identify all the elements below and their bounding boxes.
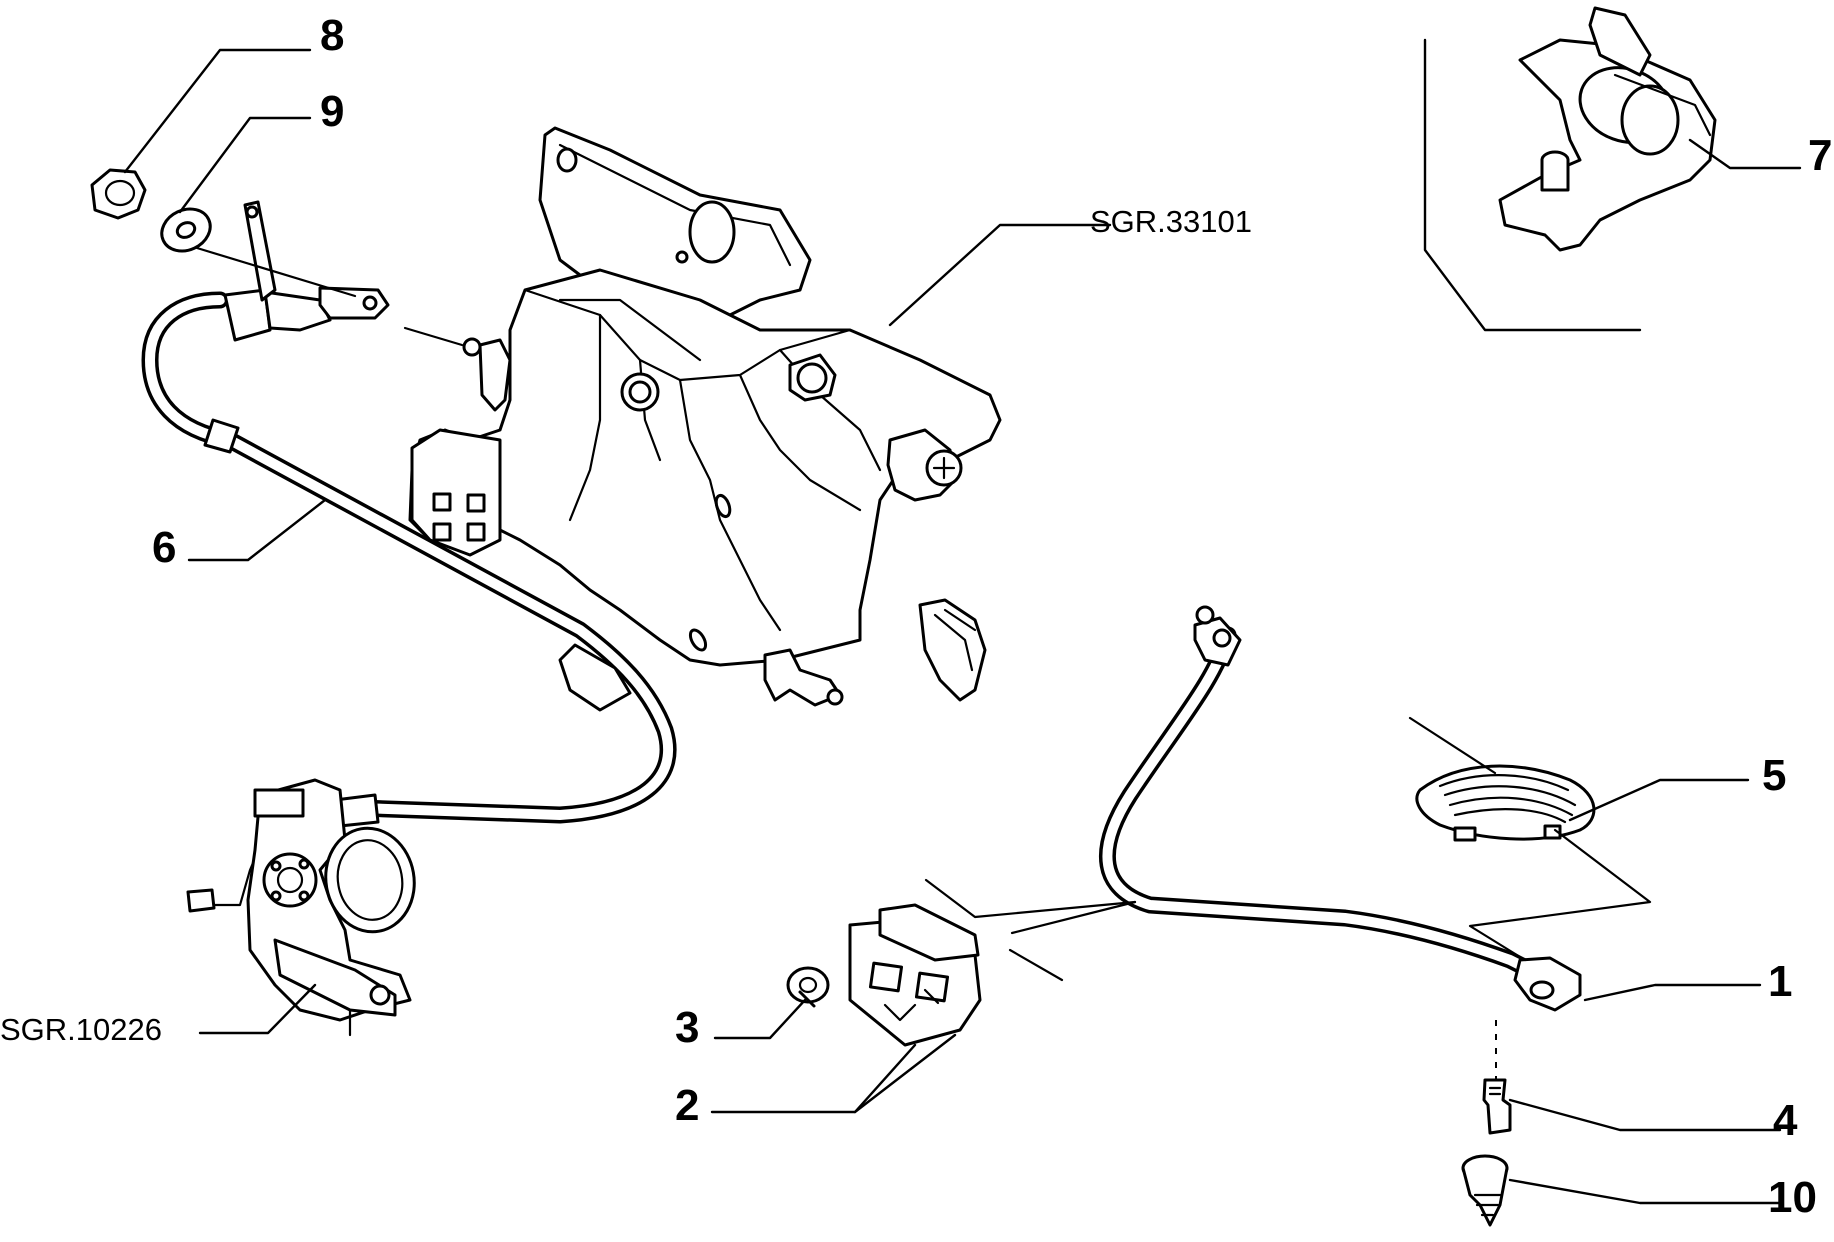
- cable-clip-part-7: [1498, 6, 1717, 252]
- accelerator-pedal-rod: [1099, 605, 1582, 1080]
- pedal-pad: [1415, 764, 1596, 842]
- bumper-part-10: [1461, 1154, 1509, 1227]
- callout-8: 8: [320, 11, 344, 60]
- callout-6: 6: [152, 523, 176, 572]
- assembly-lines: [924, 716, 1652, 982]
- callout-9: 9: [320, 87, 344, 136]
- callout-2: 2: [675, 1081, 699, 1130]
- callout-labels: 8 9 7 6 5 1 3 2 4 10 SGR.33101 SGR.10226: [0, 11, 1832, 1222]
- washer-part-9: [160, 207, 212, 253]
- callout-leaders: [123, 48, 1802, 1205]
- inset-frame: [1423, 38, 1642, 332]
- callout-3: 3: [675, 1003, 699, 1052]
- callout-7: 7: [1808, 131, 1832, 180]
- throttle-body: [246, 778, 416, 1037]
- reference-throttle-body: SGR.10226: [0, 1012, 162, 1047]
- reference-pedal-assembly: SGR.33101: [1090, 204, 1252, 239]
- pedal-stop-block: [848, 903, 982, 1047]
- callout-1: 1: [1768, 957, 1792, 1006]
- callout-10: 10: [1768, 1173, 1817, 1222]
- nut-part-3: [786, 966, 830, 1008]
- nut-part-8: [90, 168, 147, 220]
- pedal-box-assembly: [403, 126, 1002, 707]
- pin-part-4: [1482, 1078, 1512, 1135]
- callout-4: 4: [1773, 1096, 1798, 1145]
- callout-5: 5: [1762, 751, 1786, 800]
